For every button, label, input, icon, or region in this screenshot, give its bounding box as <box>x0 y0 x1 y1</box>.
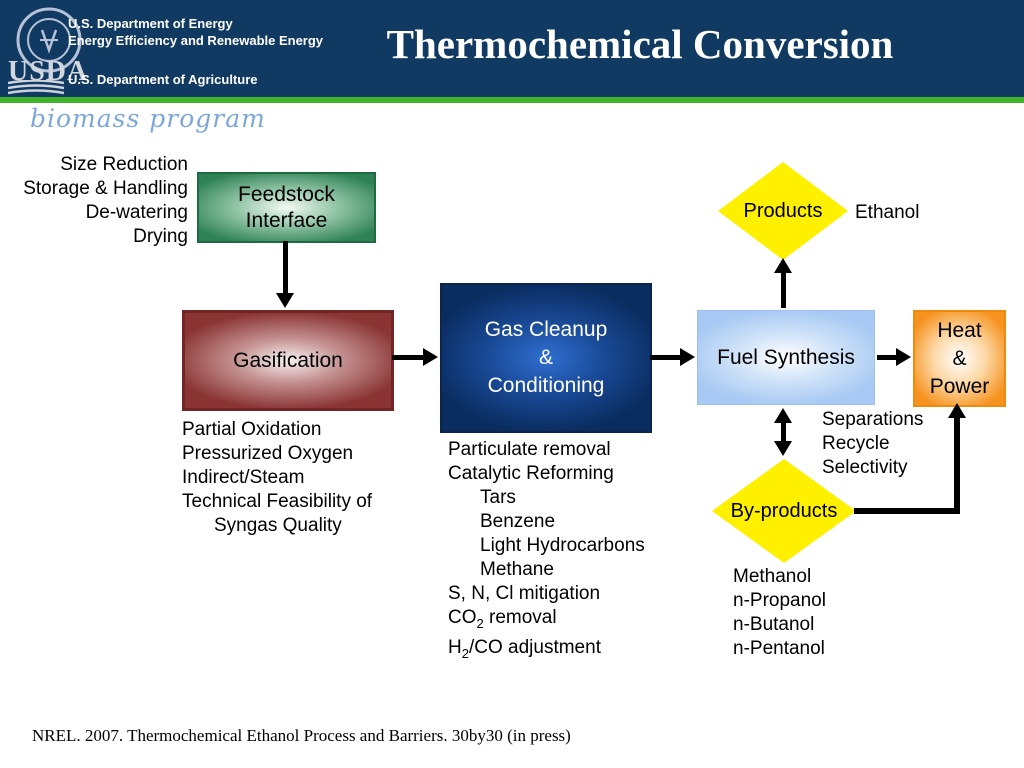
arrow-gasification-to-cleanup <box>392 355 424 360</box>
byproducts-notes: Methanol n-Propanol n-Butanol n-Pentanol <box>733 565 826 661</box>
note-line: Syngas Quality <box>214 515 342 536</box>
note-line: Benzene <box>480 511 556 532</box>
connector-byproducts-to-heat-vertical <box>954 417 960 514</box>
arrow-feedstock-to-gasification <box>283 241 288 294</box>
note-subscript: 2 <box>476 615 484 631</box>
gasification-box: Gasification <box>182 310 394 411</box>
feedstock-interface-box: Feedstock Interface <box>197 172 376 243</box>
gasification-notes: Partial Oxidation Pressurized Oxygen Ind… <box>182 418 372 538</box>
doe-text: U.S. Department of Energy Energy Efficie… <box>68 15 323 49</box>
arrowhead-down-icon <box>774 441 792 456</box>
note-line: Methanol <box>733 566 812 587</box>
note-line: Particulate removal <box>448 439 611 460</box>
note-line: De-watering <box>85 202 188 223</box>
arrowhead-right-icon <box>423 348 438 366</box>
ethanol-label: Ethanol <box>855 202 920 223</box>
note-text: removal <box>483 607 557 628</box>
note-line: Methane <box>480 559 554 580</box>
note-line: Indirect/Steam <box>182 467 305 488</box>
arrow-fuel-to-heat <box>877 355 897 360</box>
note-line: Selectivity <box>822 457 908 478</box>
note-text: H <box>448 636 462 658</box>
header-divider <box>0 97 1024 103</box>
arrowhead-right-icon <box>896 348 911 366</box>
usda-dept-text: U.S. Department of Agriculture <box>68 72 258 87</box>
note-line: n-Propanol <box>733 590 826 611</box>
fuel-synthesis-box: Fuel Synthesis <box>697 310 875 405</box>
feedstock-notes: Size Reduction Storage & Handling De-wat… <box>8 153 188 249</box>
arrow-fuel-byproducts-double <box>781 421 786 443</box>
note-line: Technical Feasibility of <box>182 491 373 512</box>
arrowhead-up-icon <box>774 258 792 273</box>
arrowhead-down-icon <box>276 293 294 308</box>
gas-cleanup-box: Gas Cleanup & Conditioning <box>440 283 652 433</box>
products-diamond: Products <box>718 162 848 260</box>
doe-seal-icon <box>16 7 82 73</box>
usda-swoosh-icon <box>8 80 64 95</box>
arrowhead-up-icon <box>948 403 966 418</box>
note-line: n-Pentanol <box>733 638 825 659</box>
note-line: Drying <box>133 226 188 247</box>
doe-line2: Energy Efficiency and Renewable Energy <box>68 33 324 48</box>
note-h2co-adjustment: H2/CO adjustment <box>448 636 645 666</box>
fuel-synthesis-notes: Separations Recycle Selectivity <box>822 408 923 480</box>
note-line: Pressurized Oxygen <box>182 443 354 464</box>
citation-text: NREL. 2007. Thermochemical Ethanol Proce… <box>32 726 571 745</box>
arrow-fuel-to-products <box>781 272 786 308</box>
page-title: Thermochemical Conversion <box>386 21 894 67</box>
gas-cleanup-notes: Particulate removal Catalytic Reforming … <box>448 438 645 666</box>
note-line: S, N, Cl mitigation <box>448 583 601 604</box>
note-text: /CO adjustment <box>468 636 601 658</box>
note-line: n-Butanol <box>733 614 815 635</box>
note-text: CO <box>448 607 477 628</box>
note-line: Size Reduction <box>60 154 188 175</box>
arrowhead-right-icon <box>680 348 695 366</box>
note-line: Separations <box>822 409 924 430</box>
note-line: Catalytic Reforming <box>448 463 614 484</box>
header-banner: U.S. Department of Energy Energy Efficie… <box>0 0 1024 97</box>
connector-byproducts-to-heat-horizontal <box>854 508 960 514</box>
doe-line1: U.S. Department of Energy <box>68 16 233 31</box>
note-line: Tars <box>480 487 516 508</box>
arrowhead-up-icon <box>774 408 792 423</box>
note-co2-removal: CO2 removal <box>448 606 645 636</box>
note-line: Storage & Handling <box>23 178 188 199</box>
biomass-program-script: biomass program <box>30 104 266 133</box>
arrow-cleanup-to-fuel <box>650 355 681 360</box>
note-line: Light Hydrocarbons <box>480 535 645 556</box>
note-line: Partial Oxidation <box>182 419 322 440</box>
note-line: Recycle <box>822 433 890 454</box>
note-subscript: 2 <box>461 645 469 661</box>
heat-power-box: Heat & Power <box>913 310 1006 407</box>
